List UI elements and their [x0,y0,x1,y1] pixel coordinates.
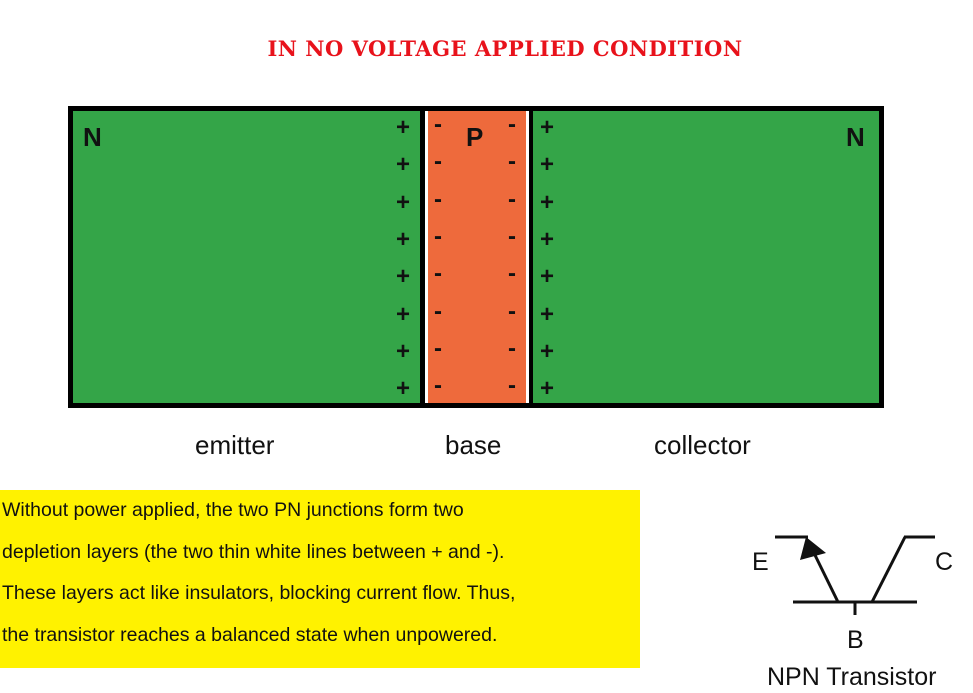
collector-line [870,536,907,603]
minus-sign: - [508,260,516,288]
minus-sign: - [434,111,442,138]
collector-type-label: N [846,122,865,152]
collector-n-region [533,111,879,403]
minus-sign: - [508,185,516,213]
collector-label: collector [654,430,751,460]
plus-sign: + [395,151,410,179]
minus-sign: - [434,148,442,176]
minus-sign: - [434,260,442,288]
minus-sign: - [508,372,516,400]
plus-sign: + [539,151,554,179]
minus-sign: - [508,222,516,250]
diagram-title: IN NO VOLTAGE APPLIED CONDITION [267,36,743,61]
plus-sign: + [395,225,410,253]
minus-sign: - [434,297,442,325]
plus-sign: + [395,188,410,216]
note-line: These layers act like insulators, blocki… [2,582,516,604]
symbol-caption: NPN Transistor [767,663,937,691]
plus-sign: + [539,225,554,253]
plus-sign: + [395,300,410,328]
minus-sign: - [508,148,516,176]
minus-sign: - [434,222,442,250]
plus-sign: + [539,375,554,403]
plus-sign: + [539,188,554,216]
base-type-label: P [466,122,484,152]
note-line: depletion layers (the two thin white lin… [2,541,505,563]
note-line: Without power applied, the two PN juncti… [2,499,464,521]
plus-sign: + [539,300,554,328]
emitter-symbol-label: E [752,548,769,576]
base-label: base [445,430,502,460]
minus-sign: - [508,297,516,325]
plus-sign: + [395,375,410,403]
minus-sign: - [434,372,442,400]
emitter-label: emitter [195,430,275,460]
note-line: the transistor reaches a balanced state … [2,624,498,646]
plus-sign: + [395,114,410,141]
minus-sign: - [508,111,516,138]
minus-sign: - [508,334,516,362]
minus-sign: - [434,334,442,362]
emitter-type-label: N [83,122,102,152]
collector-symbol-label: C [935,548,954,576]
plus-sign: + [395,263,410,291]
plus-sign: + [539,337,554,365]
depletion-layer-right [526,111,529,403]
plus-sign: + [539,263,554,291]
depletion-layer-left [425,111,428,403]
base-symbol-label: B [847,626,864,654]
emitter-arrow-icon [800,537,826,560]
explanation-box: Without power applied, the two PN juncti… [0,490,640,668]
base-p-region [428,111,526,403]
emitter-arrow-line [810,548,840,603]
minus-sign: - [434,185,442,213]
emitter-n-region [73,111,420,403]
plus-sign: + [539,114,554,141]
plus-sign: + [395,337,410,365]
